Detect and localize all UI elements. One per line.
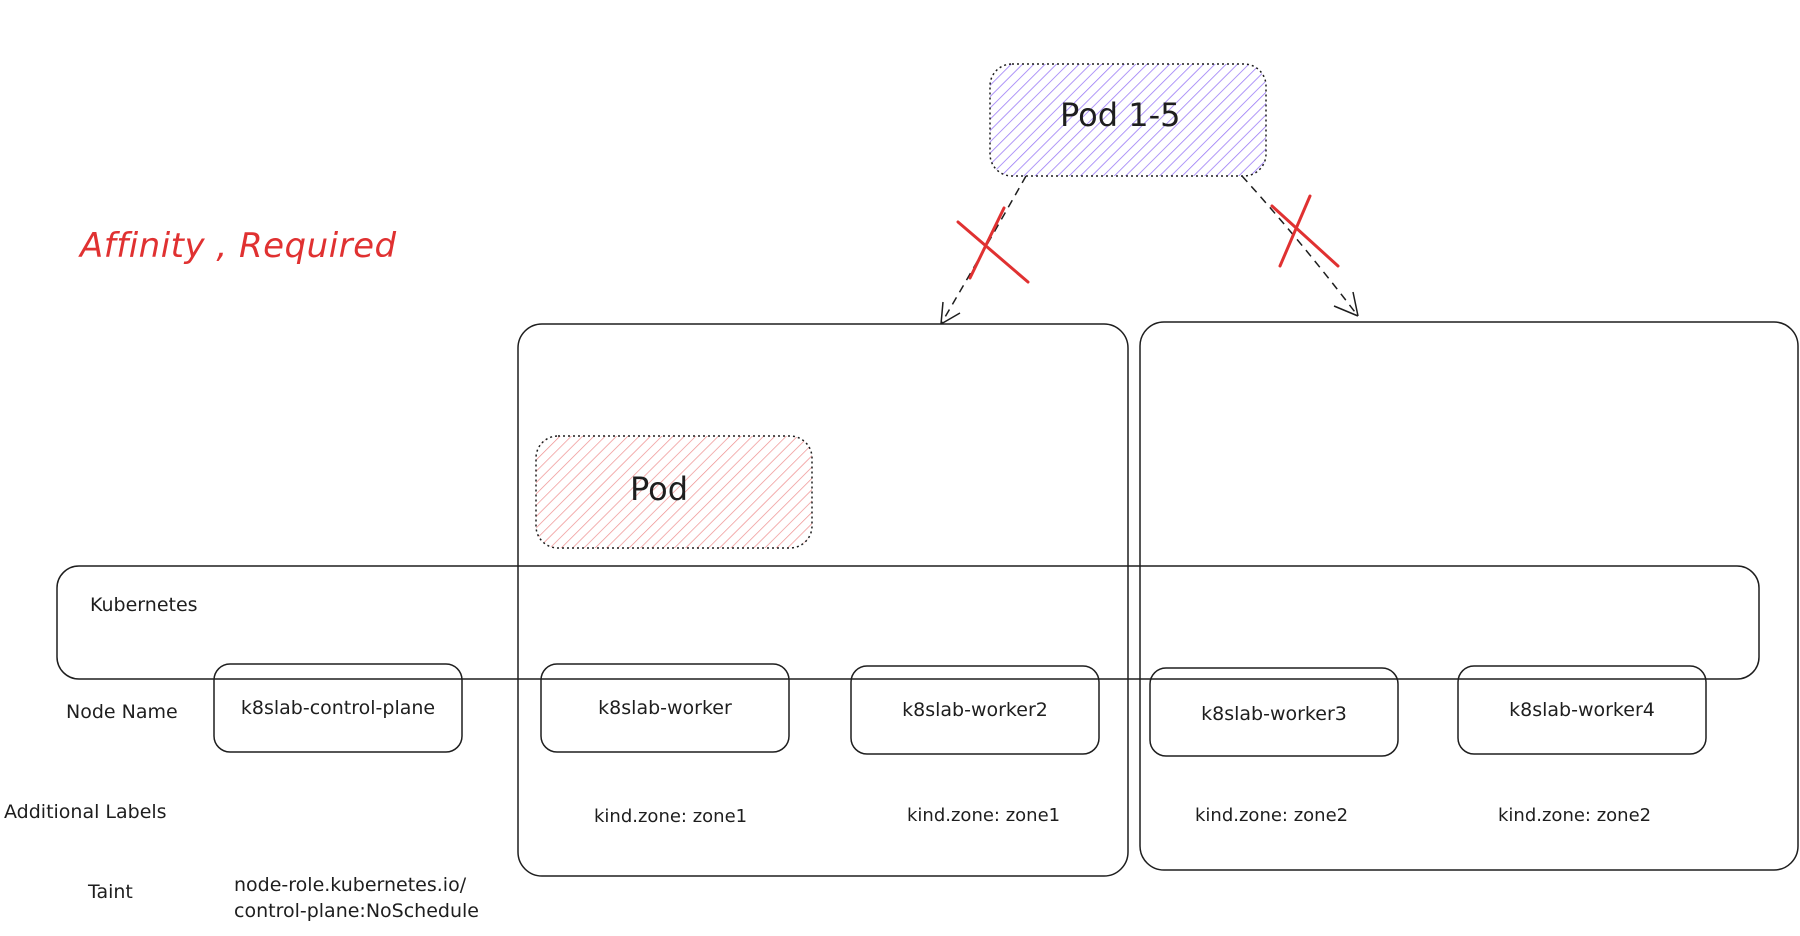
zone2-group-box <box>1139 321 1799 871</box>
kubernetes-cluster-box <box>56 565 1760 680</box>
arrow-to-zone1 <box>940 175 1027 325</box>
pod-single-label: Pod <box>630 470 689 508</box>
row-label-taint: Taint <box>88 881 133 903</box>
diagram-title: Affinity , Required <box>80 226 397 266</box>
row-label-additional-labels: Additional Labels <box>4 801 167 823</box>
node-box-worker3[interactable] <box>1149 667 1399 757</box>
node-name-worker: k8slab-worker <box>598 697 732 719</box>
zone-label-worker: kind.zone: zone1 <box>594 806 748 827</box>
zone-label-worker3: kind.zone: zone2 <box>1195 805 1349 826</box>
zone1-group-box <box>517 323 1129 877</box>
cross-icon <box>1270 194 1340 268</box>
cluster-label: Kubernetes <box>90 594 198 616</box>
taint-value: node-role.kubernetes.io/ control-plane:N… <box>234 872 479 924</box>
taint-value-line1: node-role.kubernetes.io/ <box>234 874 467 896</box>
node-box-worker4[interactable] <box>1457 665 1707 755</box>
arrow-to-zone2 <box>1241 175 1359 317</box>
node-box-worker[interactable] <box>540 663 790 753</box>
node-name-worker3: k8slab-worker3 <box>1201 703 1347 725</box>
node-box-control-plane[interactable] <box>213 663 463 753</box>
node-name-control-plane: k8slab-control-plane <box>240 697 436 719</box>
node-name-worker4: k8slab-worker4 <box>1509 699 1655 721</box>
pod-single-box[interactable] <box>535 435 813 549</box>
cross-icon <box>956 206 1030 284</box>
node-name-worker2: k8slab-worker2 <box>902 699 1048 721</box>
taint-value-line2: control-plane:NoSchedule <box>234 900 479 922</box>
row-label-node-name: Node Name <box>66 701 178 723</box>
zone-label-worker4: kind.zone: zone2 <box>1498 805 1652 826</box>
node-box-worker2[interactable] <box>850 665 1100 755</box>
zone-label-worker2: kind.zone: zone1 <box>907 805 1061 826</box>
pod-group-label: Pod 1-5 <box>1060 96 1181 134</box>
pod-group-box[interactable] <box>989 63 1267 177</box>
